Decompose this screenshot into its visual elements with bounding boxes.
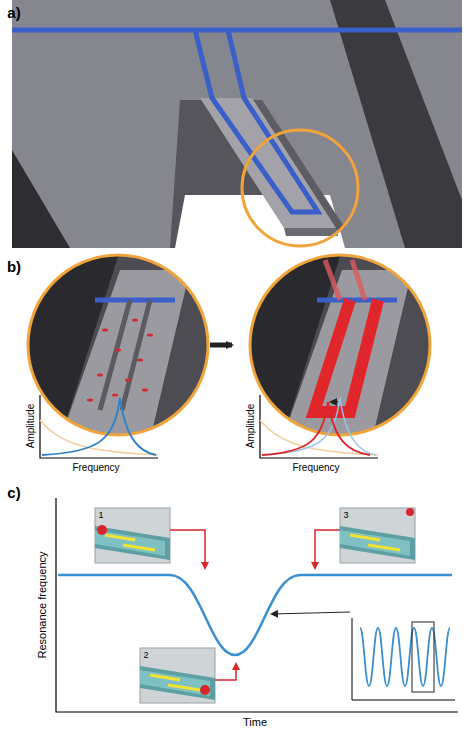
axis-title: Amplitude <box>246 404 256 448</box>
spectrum-plot-left <box>40 395 158 458</box>
callout-number: 3 <box>343 511 348 520</box>
axis-title: Time <box>243 717 267 728</box>
axis-title: Amplitude <box>26 404 36 448</box>
axis-title: Resonance frequency <box>37 551 48 658</box>
spectrum-plot-right <box>260 395 378 458</box>
zoom-filled <box>240 250 440 440</box>
zoom-pointer <box>272 612 350 614</box>
axis-title: Frequency <box>292 463 339 473</box>
chip-render <box>12 0 462 248</box>
oscillation-inset <box>352 618 455 700</box>
callout-number: 1 <box>98 511 103 520</box>
axis-title: Frequency <box>72 463 119 473</box>
panel-letter: c) <box>7 485 20 500</box>
step-arrow <box>210 343 232 348</box>
callout-number: 2 <box>143 651 148 660</box>
leader-lines <box>170 530 340 680</box>
panel-letter: a) <box>7 5 20 20</box>
zoom-empty <box>20 250 220 440</box>
panel-letter: b) <box>7 259 21 274</box>
time-plot <box>56 498 458 712</box>
